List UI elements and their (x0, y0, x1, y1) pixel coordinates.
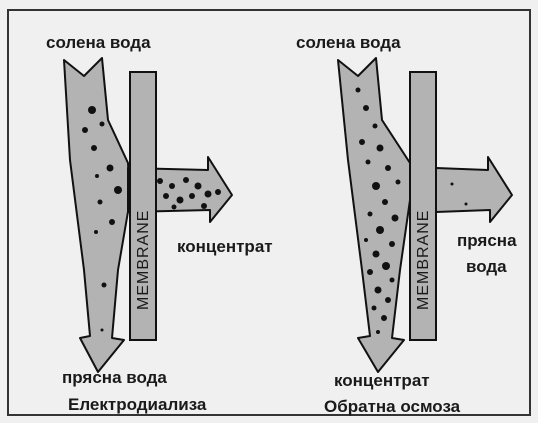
right-freshwater-label-line2: вода (466, 257, 507, 276)
left-membrane-label: MEMBRANE (135, 210, 152, 310)
right-membrane-label: MEMBRANE (415, 210, 432, 310)
left-concentrate-label: концентрат (177, 237, 273, 256)
right-input-label: солена вода (296, 33, 401, 52)
left-input-label: солена вода (46, 33, 151, 52)
right-freshwater-label-line1: прясна (457, 231, 517, 250)
left-output-label: прясна вода (62, 368, 167, 387)
right-caption: Обратна осмоза (324, 397, 461, 416)
left-caption: Електродиализа (68, 395, 207, 414)
right-output-label: концентрат (334, 371, 430, 390)
